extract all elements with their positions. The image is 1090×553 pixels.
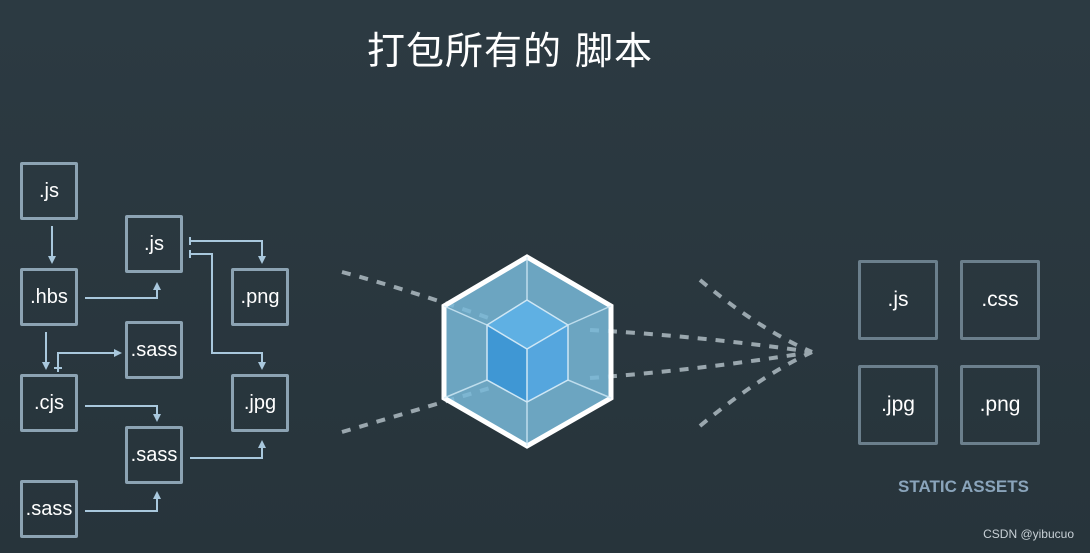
- connector-js2-to-png: [190, 240, 266, 264]
- connector-hbs-to-js2: [85, 282, 161, 299]
- connector-cjs-to-sass2: [85, 405, 161, 422]
- output-flow-lines: [589, 278, 813, 428]
- watermark: CSDN @yibucuo: [983, 527, 1074, 541]
- input-file-cjs: .cjs: [20, 374, 78, 432]
- input-file-sass: .sass: [125, 426, 183, 484]
- output-asset-png: .png: [960, 365, 1040, 445]
- dependency-connectors: [42, 226, 266, 512]
- input-file-hbs: .hbs: [20, 268, 78, 326]
- input-file-js: .js: [125, 215, 183, 273]
- input-file-sass: .sass: [20, 480, 78, 538]
- output-asset-css: .css: [960, 260, 1040, 340]
- connector-sass2-to-jpg: [190, 440, 266, 459]
- output-asset-jpg: .jpg: [858, 365, 938, 445]
- connector-cjs-to-sass1: [57, 349, 122, 372]
- static-assets-label: STATIC ASSETS: [898, 477, 1029, 496]
- webpack-cube-logo: [441, 254, 614, 449]
- connector-js2-to-jpg: [190, 253, 266, 370]
- input-file-js: .js: [20, 162, 78, 220]
- input-file-png: .png: [231, 268, 289, 326]
- page-title: 打包所有的 脚本: [366, 29, 654, 73]
- connector-sass3-to-sass2: [85, 491, 161, 512]
- input-file-sass: .sass: [125, 321, 183, 379]
- input-file-jpg: .jpg: [231, 374, 289, 432]
- output-asset-js: .js: [858, 260, 938, 340]
